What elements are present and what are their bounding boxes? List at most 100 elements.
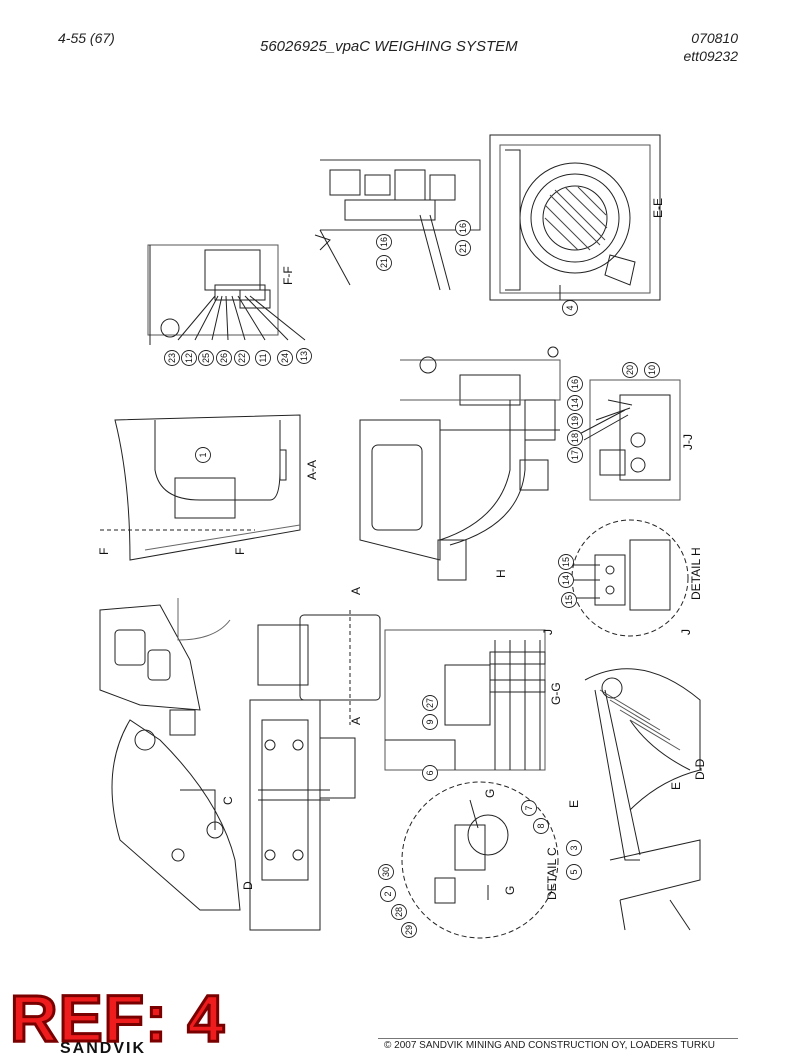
svg-text:11: 11: [258, 353, 268, 362]
svg-text:16: 16: [379, 237, 389, 247]
balloon: 28: [391, 904, 407, 920]
date-code: 070810: [691, 30, 738, 46]
copyright-notice: © 2007 SANDVIK MINING AND CONSTRUCTION O…: [384, 1040, 715, 1051]
svg-text:26: 26: [219, 353, 229, 363]
section-mark-e: E: [567, 800, 581, 808]
section-mark-f: F: [233, 548, 247, 555]
balloon: 18: [567, 430, 583, 446]
svg-text:15: 15: [564, 595, 574, 605]
balloon: 11: [255, 350, 271, 366]
balloon: 23: [164, 350, 180, 366]
svg-text:1: 1: [198, 452, 208, 457]
detail-h: [571, 519, 689, 637]
balloon: 21: [455, 240, 471, 256]
svg-text:23: 23: [167, 353, 177, 363]
balloon: 7: [521, 800, 537, 816]
svg-text:29: 29: [404, 925, 414, 935]
balloon: 1: [195, 447, 211, 463]
svg-text:14: 14: [570, 398, 580, 408]
balloon: 16: [455, 220, 471, 236]
balloon: 14: [567, 395, 583, 411]
svg-text:20: 20: [625, 365, 635, 375]
balloon: 22: [234, 350, 250, 366]
section-mark-a: A: [349, 587, 363, 595]
view-hydraulic-assembly: [359, 346, 561, 581]
svg-text:28: 28: [394, 907, 404, 917]
svg-text:5: 5: [569, 869, 579, 874]
detail-c: [401, 781, 559, 939]
balloon: 26: [216, 350, 232, 366]
svg-text:7: 7: [524, 805, 534, 810]
section-mark-d: D: [241, 881, 255, 890]
view-title-detail-h: DETAIL H: [689, 547, 703, 600]
document-code: ett09232: [683, 48, 739, 64]
view-g-g: [384, 629, 546, 771]
balloon: 15: [561, 592, 577, 608]
svg-text:12: 12: [184, 353, 194, 363]
section-mark-e: E: [669, 782, 683, 790]
balloon: 19: [567, 413, 583, 429]
svg-text:17: 17: [570, 450, 580, 460]
section-mark-j: J: [679, 629, 693, 635]
svg-text:18: 18: [570, 433, 580, 443]
svg-text:10: 10: [647, 365, 657, 375]
svg-text:30: 30: [381, 867, 391, 877]
view-title-d-d: D-D: [693, 758, 707, 780]
view-loader-side: [99, 598, 241, 911]
section-mark-g: G: [503, 886, 517, 895]
balloon: 21: [376, 255, 392, 271]
view-title-e-e: E-E: [651, 198, 665, 218]
section-mark-f: F: [97, 548, 111, 555]
balloon: 24: [277, 350, 293, 366]
section-mark-c: C: [221, 796, 235, 805]
view-f-f: [147, 244, 306, 345]
balloon: 27: [422, 695, 438, 711]
balloon: 9: [422, 714, 438, 730]
balloon: 30: [378, 864, 394, 880]
balloon: 20: [622, 362, 638, 378]
view-e-e: [489, 134, 661, 301]
view-d-d: [584, 668, 701, 931]
svg-text:25: 25: [201, 353, 211, 363]
section-mark-j: J: [541, 629, 555, 635]
svg-text:21: 21: [458, 243, 468, 253]
svg-text:13: 13: [299, 351, 309, 361]
balloon: 15: [558, 554, 574, 570]
balloon: 2: [380, 886, 396, 902]
balloon: 3: [566, 840, 582, 856]
svg-text:8: 8: [536, 823, 546, 828]
view-a-a: [100, 414, 301, 561]
section-mark-h: H: [494, 569, 508, 578]
svg-text:22: 22: [237, 353, 247, 363]
svg-text:6: 6: [425, 770, 435, 775]
view-title-detail-c: DETAIL C: [545, 847, 559, 900]
balloon: 6: [422, 765, 438, 781]
view-j-j: [567, 379, 681, 501]
balloon: 16: [376, 234, 392, 250]
svg-text:2: 2: [383, 891, 393, 896]
ref-stamp: REF: 4: [8, 980, 226, 1057]
svg-text:21: 21: [379, 258, 389, 268]
balloon: 16: [567, 376, 583, 392]
balloon: 29: [401, 922, 417, 938]
page-number: 4-55 (67): [58, 30, 115, 46]
balloon: 12: [181, 350, 197, 366]
document-title: 56026925_vpaC WEIGHING SYSTEM: [260, 38, 518, 55]
balloon: 17: [567, 447, 583, 463]
balloon: 14: [558, 572, 574, 588]
view-title-g-g: G-G: [549, 682, 563, 705]
view-top-valves: [314, 159, 481, 291]
svg-text:4: 4: [565, 305, 575, 310]
svg-text:14: 14: [561, 575, 571, 585]
svg-text:27: 27: [425, 698, 435, 708]
footer-rule: [378, 1038, 738, 1039]
svg-text:3: 3: [569, 845, 579, 850]
svg-text:24: 24: [280, 353, 290, 363]
balloon: 25: [198, 350, 214, 366]
svg-text:16: 16: [570, 379, 580, 389]
balloon: 10: [644, 362, 660, 378]
view-frame-top: [249, 610, 381, 931]
svg-text:15: 15: [561, 557, 571, 567]
balloon: 8: [533, 818, 549, 834]
balloon: 5: [566, 864, 582, 880]
